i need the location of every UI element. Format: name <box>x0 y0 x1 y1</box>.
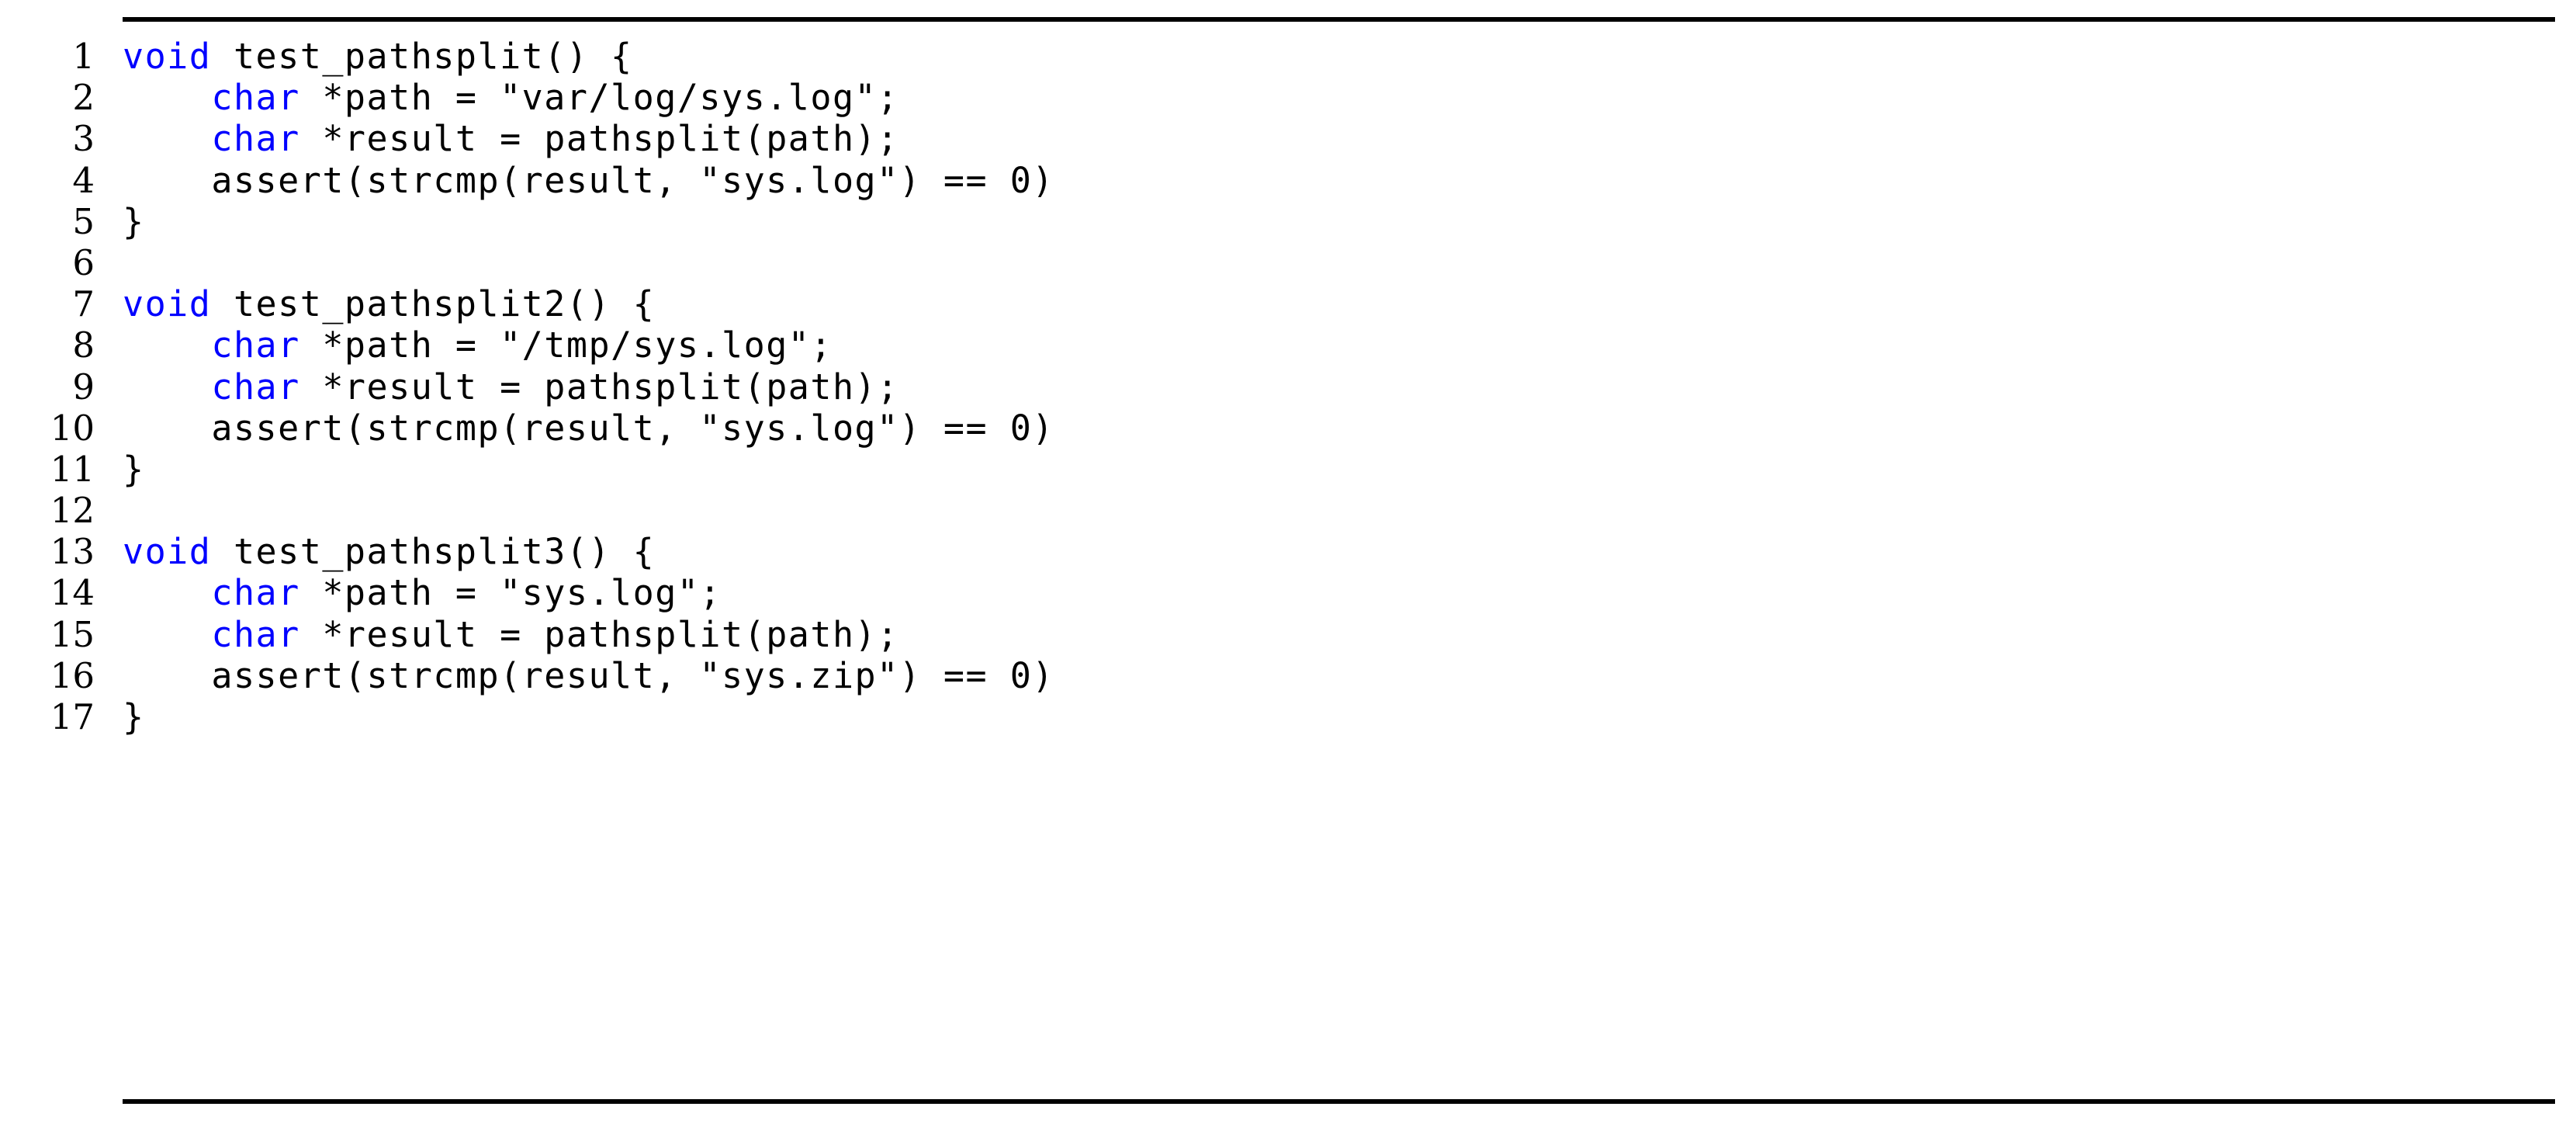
keyword-token: char <box>211 572 300 614</box>
code-token: assert(strcmp(result, "sys.log") == 0) <box>211 407 1054 449</box>
line-number: 14 <box>50 572 95 614</box>
code-token: } <box>123 696 145 737</box>
code-token: } <box>123 448 145 490</box>
code-line-text: assert(strcmp(result, "sys.log") == 0) <box>123 160 1054 201</box>
code-line: 1 void test_pathsplit() { <box>0 36 2576 77</box>
line-number: 2 <box>72 77 95 119</box>
code-line-text: void test_pathsplit() { <box>123 36 633 77</box>
keyword-token: char <box>211 118 300 160</box>
code-token: assert(strcmp(result, "sys.zip") == 0) <box>211 654 1054 696</box>
line-number: 16 <box>50 654 95 696</box>
code-line-text: void test_pathsplit3() { <box>123 531 655 572</box>
code-line-text: char *result = pathsplit(path); <box>123 614 899 655</box>
line-number: 5 <box>72 200 95 242</box>
code-line: 8 char *path = "/tmp/sys.log"; <box>0 324 2576 366</box>
code-line: 11} <box>0 449 2576 490</box>
code-line-text: char *path = "/tmp/sys.log"; <box>123 324 833 366</box>
keyword-token: char <box>211 366 300 408</box>
code-line-text: assert(strcmp(result, "sys.log") == 0) <box>123 408 1054 449</box>
code-token: *result = pathsplit(path); <box>299 366 899 408</box>
line-number: 9 <box>72 366 95 408</box>
code-line: 9 char *result = pathsplit(path); <box>0 366 2576 408</box>
code-line-text: } <box>123 449 145 490</box>
line-number: 10 <box>50 407 95 449</box>
line-number: 17 <box>50 696 95 737</box>
line-number: 12 <box>50 490 95 532</box>
keyword-token: char <box>211 613 300 655</box>
code-line-text: char *result = pathsplit(path); <box>123 118 899 159</box>
code-token: test_pathsplit2() { <box>211 283 656 325</box>
listing-bottom-rule <box>123 1099 2555 1104</box>
keyword-token: void <box>123 36 212 77</box>
line-number: 1 <box>72 36 95 77</box>
code-token: *path = "sys.log"; <box>299 572 722 614</box>
code-token: test_pathsplit() { <box>211 36 633 77</box>
code-token: test_pathsplit3() { <box>211 531 656 573</box>
keyword-token: void <box>123 283 212 325</box>
code-line: 3 char *result = pathsplit(path); <box>0 118 2576 159</box>
code-line-text: assert(strcmp(result, "sys.zip") == 0) <box>123 655 1054 696</box>
code-token: *result = pathsplit(path); <box>299 118 899 160</box>
code-line: 17} <box>0 696 2576 737</box>
code-token: *path = "/tmp/sys.log"; <box>299 324 833 366</box>
code-line-text: void test_pathsplit2() { <box>123 283 655 324</box>
code-line: 12 <box>0 490 2576 531</box>
code-token: *path = "var/log/sys.log"; <box>299 77 899 119</box>
code-line: 2 char *path = "var/log/sys.log"; <box>0 77 2576 118</box>
code-line: 15 char *result = pathsplit(path); <box>0 614 2576 655</box>
code-token: assert(strcmp(result, "sys.log") == 0) <box>211 159 1054 201</box>
line-number: 11 <box>50 448 95 490</box>
code-token: *result = pathsplit(path); <box>299 613 899 655</box>
line-number: 4 <box>72 159 95 201</box>
code-token: } <box>123 200 145 242</box>
code-line-text: } <box>123 201 145 242</box>
code-line-text: char *path = "sys.log"; <box>123 572 722 613</box>
code-line-text: char *path = "var/log/sys.log"; <box>123 77 899 118</box>
line-number: 7 <box>72 283 95 325</box>
code-line-text: char *result = pathsplit(path); <box>123 366 899 408</box>
line-number: 8 <box>72 324 95 366</box>
listing-top-rule <box>123 17 2555 22</box>
code-line: 14 char *path = "sys.log"; <box>0 572 2576 613</box>
code-line: 5} <box>0 201 2576 242</box>
keyword-token: char <box>211 324 300 366</box>
line-number: 15 <box>50 613 95 655</box>
keyword-token: void <box>123 531 212 573</box>
code-line: 7 void test_pathsplit2() { <box>0 283 2576 324</box>
line-number: 3 <box>72 118 95 160</box>
keyword-token: char <box>211 77 300 119</box>
code-line: 4 assert(strcmp(result, "sys.log") == 0) <box>0 160 2576 201</box>
code-line: 13 void test_pathsplit3() { <box>0 531 2576 572</box>
code-line-text: } <box>123 696 145 737</box>
code-line: 16 assert(strcmp(result, "sys.zip") == 0… <box>0 655 2576 696</box>
line-number: 13 <box>50 531 95 573</box>
code-line: 6 <box>0 242 2576 283</box>
code-line: 10 assert(strcmp(result, "sys.log") == 0… <box>0 408 2576 449</box>
line-number: 6 <box>72 241 95 283</box>
